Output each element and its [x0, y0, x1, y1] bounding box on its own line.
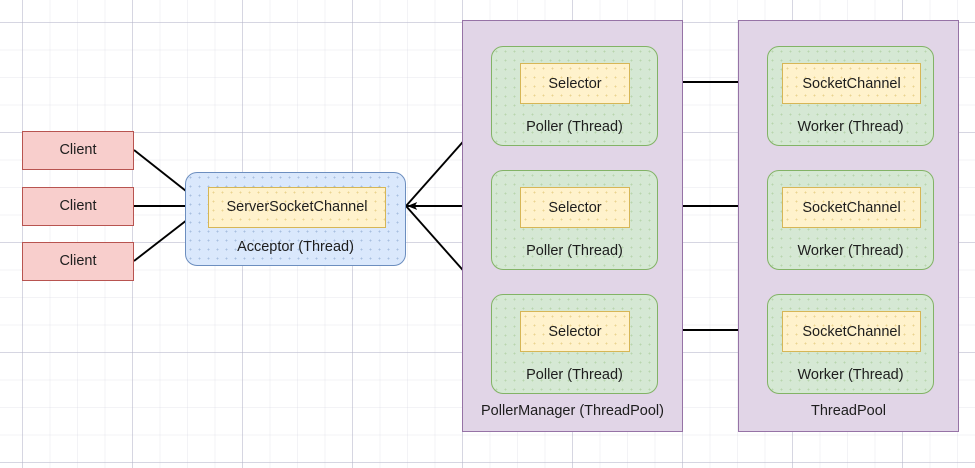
client-box-3[interactable]: Client	[22, 242, 134, 281]
socket-channel-box-1[interactable]: SocketChannel	[782, 63, 921, 104]
selector-box-1[interactable]: Selector	[520, 63, 630, 104]
worker-thread-3[interactable]: SocketChannel Worker (Thread)	[767, 294, 934, 394]
poller-thread-2[interactable]: Selector Poller (Thread)	[491, 170, 658, 270]
socket-channel-label-2: SocketChannel	[802, 199, 901, 216]
socket-channel-label-3: SocketChannel	[802, 323, 901, 340]
worker-thread-label-1: Worker (Thread)	[797, 119, 904, 135]
selector-label-1: Selector	[548, 75, 602, 92]
acceptor-group[interactable]: ServerSocketChannel Acceptor (Thread)	[185, 172, 406, 266]
socket-channel-box-3[interactable]: SocketChannel	[782, 311, 921, 352]
poller-thread-3[interactable]: Selector Poller (Thread)	[491, 294, 658, 394]
worker-thread-2[interactable]: SocketChannel Worker (Thread)	[767, 170, 934, 270]
client-label-2: Client	[59, 197, 97, 214]
socket-channel-label-1: SocketChannel	[802, 75, 901, 92]
selector-box-3[interactable]: Selector	[520, 311, 630, 352]
poller-thread-label-3: Poller (Thread)	[526, 367, 623, 383]
worker-thread-label-2: Worker (Thread)	[797, 243, 904, 259]
thread-pool-label: ThreadPool	[811, 403, 886, 419]
socket-channel-box-2[interactable]: SocketChannel	[782, 187, 921, 228]
server-socket-channel-box[interactable]: ServerSocketChannel	[208, 187, 386, 228]
poller-thread-label-2: Poller (Thread)	[526, 243, 623, 259]
poller-thread-1[interactable]: Selector Poller (Thread)	[491, 46, 658, 146]
poller-manager-pool[interactable]: Selector Poller (Thread) Selector Poller…	[462, 20, 683, 432]
thread-pool[interactable]: SocketChannel Worker (Thread) SocketChan…	[738, 20, 959, 432]
server-socket-channel-label: ServerSocketChannel	[226, 198, 368, 215]
worker-thread-1[interactable]: SocketChannel Worker (Thread)	[767, 46, 934, 146]
selector-box-2[interactable]: Selector	[520, 187, 630, 228]
poller-manager-pool-label: PollerManager (ThreadPool)	[481, 403, 664, 419]
client-label-3: Client	[59, 252, 97, 269]
poller-thread-label-1: Poller (Thread)	[526, 119, 623, 135]
selector-label-2: Selector	[548, 199, 602, 216]
worker-thread-label-3: Worker (Thread)	[797, 367, 904, 383]
client-label-1: Client	[59, 141, 97, 158]
client-box-1[interactable]: Client	[22, 131, 134, 170]
selector-label-3: Selector	[548, 323, 602, 340]
client-box-2[interactable]: Client	[22, 187, 134, 226]
acceptor-group-label: Acceptor (Thread)	[237, 238, 354, 255]
